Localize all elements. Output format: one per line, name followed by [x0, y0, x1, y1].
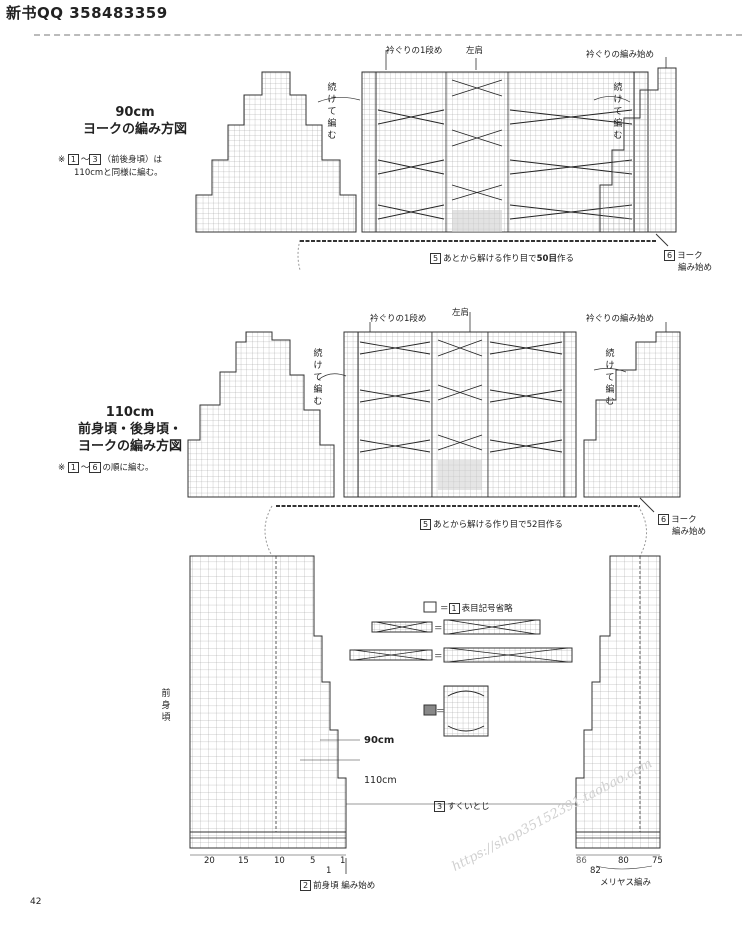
note-mark: ※: [58, 155, 66, 165]
step-box: 3: [434, 801, 446, 812]
header-title: 新书QQ 358483359: [6, 4, 168, 22]
legend-eq: ＝: [434, 624, 443, 634]
cast-on-count: 50目: [536, 254, 557, 264]
section2-continue-left-label: 続けて編む: [313, 349, 323, 407]
note-text: の順に編む。: [102, 463, 154, 473]
legend-eq: ＝: [434, 652, 443, 662]
step-box: 2: [300, 880, 312, 891]
section1-title-size: 90cm: [115, 105, 155, 120]
legend-eq: ＝: [440, 604, 449, 614]
axis-tick: 15: [238, 856, 249, 866]
cast-on-text: あとから解ける作り目で52目作る: [433, 520, 563, 530]
yoke-start-text: 編み始め: [678, 263, 713, 273]
page-number: 42: [30, 897, 42, 907]
note-tilde: ～: [80, 155, 90, 165]
step-box: 6: [89, 462, 101, 473]
axis-tick: 1: [340, 856, 346, 866]
axis-tick: 5: [310, 856, 316, 866]
section2-left-panel: [187, 331, 335, 498]
section2-title: 110cm 前身頃・後身頃・ ヨークの編み方図: [55, 404, 205, 455]
section1-title: 90cm ヨークの編み方図: [60, 104, 210, 138]
yoke-start-text: ヨーク: [671, 515, 697, 525]
section1-continue-right-label: 続けて編む: [613, 83, 623, 141]
step-box: 3: [89, 154, 101, 165]
front-body-right-panel: [575, 555, 661, 849]
section2-right-panel: [583, 331, 681, 498]
step-box: 5: [420, 519, 432, 530]
section2-title-size: 110cm: [105, 405, 155, 420]
front-body-label: 前身頃: [161, 689, 171, 723]
cast-on-text: 作る: [556, 254, 574, 264]
axis-tick: 20: [204, 856, 215, 866]
bind-off-text: すくいとじ: [447, 802, 490, 812]
header-dashed-rule: [34, 34, 742, 36]
step-box: 6: [658, 514, 670, 525]
yoke-start-text: ヨーク: [677, 251, 703, 261]
section1-left-shoulder-label: 左肩: [466, 46, 484, 56]
section2-title-text: ヨークの編み方図: [77, 439, 182, 454]
note-mark: ※: [58, 463, 66, 473]
note-tilde: ～: [80, 463, 90, 473]
section2-left-shoulder-label: 左肩: [452, 308, 470, 318]
note-text: （前後身頃）は: [102, 155, 163, 165]
section2-neck-start-label: 衿ぐりの編み始め: [586, 314, 655, 324]
stockinette-label: メリヤス編み: [600, 878, 652, 888]
axis-tick: 75: [652, 856, 663, 866]
note-text: 110cmと同様に編む。: [74, 168, 163, 178]
section1-note: ※ 1～3（前後身頃）は 110cmと同様に編む。: [58, 154, 198, 180]
cast-on-text: あとから解ける作り目で: [443, 254, 537, 264]
axis-tick-sub: 1: [326, 866, 332, 876]
step-box: 5: [430, 253, 442, 264]
section2-title-text: 前身頃・後身頃・: [77, 422, 182, 437]
axis-tick: 82: [590, 866, 601, 876]
legend-eq: ＝: [436, 707, 445, 717]
step-box: 1: [67, 154, 79, 165]
section1-right-panel: [599, 67, 677, 233]
yoke-start-text: 編み始め: [672, 527, 707, 537]
axis-tick: 10: [274, 856, 285, 866]
axis-tick: 86: [576, 856, 587, 866]
section1-left-panel: [195, 71, 357, 233]
section2-center-panel: [343, 331, 577, 498]
section1-neck-start-label: 衿ぐりの編み始め: [586, 50, 655, 60]
front-body-left-panel: [189, 555, 347, 849]
step-box: 6: [664, 250, 676, 261]
section2-continue-right-label: 続けて編む: [605, 349, 615, 407]
section1-neck-row1-label: 衿ぐりの1段め: [386, 46, 443, 56]
size-90cm-label: 90cm: [364, 735, 395, 746]
section2-neck-row1-label: 衿ぐりの1段め: [370, 314, 427, 324]
section1-continue-left-label: 続けて編む: [327, 83, 337, 141]
step-box: 1: [448, 603, 460, 614]
axis-tick: 80: [618, 856, 629, 866]
size-110cm-label: 110cm: [364, 775, 397, 786]
front-start-text: 前身頃 編み始め: [313, 881, 376, 891]
step-box: 1: [67, 462, 79, 473]
legend-text: 表目記号省略: [461, 604, 513, 614]
section1-title-text: ヨークの編み方図: [82, 122, 187, 137]
